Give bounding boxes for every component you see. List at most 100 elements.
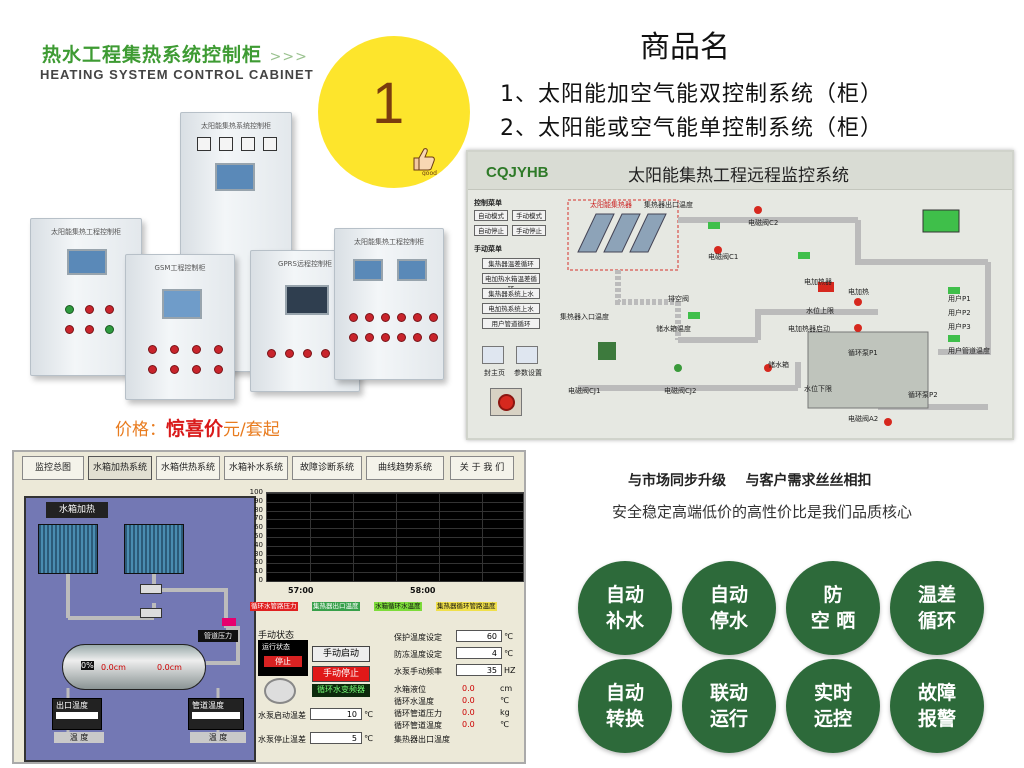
tab-tank-heating[interactable]: 水箱加热系统 xyxy=(88,456,152,480)
feature-circle: 联动运行 xyxy=(682,659,776,753)
tab-trend-curve[interactable]: 曲线趋势系统 xyxy=(366,456,444,480)
reading-label: 循环管道压力 xyxy=(394,709,442,718)
solar-panel-left xyxy=(38,524,98,574)
manual-mode-button[interactable]: 手动模式 xyxy=(512,210,546,221)
valve-c1-label: 电磁阀C1 xyxy=(708,253,739,261)
reading-unit: cm xyxy=(500,684,513,693)
feature-circle: 温差循环 xyxy=(890,561,984,655)
home-icon[interactable] xyxy=(482,346,504,364)
feature-circle: 实时远控 xyxy=(786,659,880,753)
reading-value: 0.0 xyxy=(462,696,475,705)
stop-diff-unit: ℃ xyxy=(364,734,373,743)
manual-item[interactable]: 用户管道循环 xyxy=(482,318,540,329)
start-diff-label: 水泵启动温差 xyxy=(258,711,306,720)
chart-y-tick: 40 xyxy=(254,540,263,549)
chart-gridline xyxy=(353,493,354,581)
tab-tank-supply[interactable]: 水箱供热系统 xyxy=(156,456,220,480)
valve-a2-label: 电磁阀A2 xyxy=(848,415,879,423)
antifreeze-temp-input[interactable]: 4 xyxy=(456,647,502,659)
feature-label: 自动 xyxy=(605,584,644,606)
tab-tank-refill[interactable]: 水箱补水系统 xyxy=(224,456,288,480)
tab-fault-diagnosis[interactable]: 故障诊断系统 xyxy=(292,456,362,480)
chart-gridline xyxy=(267,519,523,521)
cabinet-gsm: GSM工程控制柜 xyxy=(125,254,235,400)
legend-item: 集热器循环管路温度 xyxy=(436,602,497,611)
tank-right-value: 0.0 xyxy=(157,663,170,672)
feature-label: 防 xyxy=(823,584,843,606)
chart-y-tick: 0 xyxy=(258,576,263,584)
start-diff-input[interactable]: 10 xyxy=(310,708,362,720)
chart-y-tick: 100 xyxy=(249,488,263,496)
chart-gridline xyxy=(267,572,523,574)
price-highlight: 惊喜价 xyxy=(166,418,224,440)
chart-y-tick: 50 xyxy=(254,532,263,540)
tank-level-pct: 0% xyxy=(81,661,94,670)
run-state-label: 运行状态 xyxy=(262,643,290,651)
settings-icon-label: 参数设置 xyxy=(514,369,542,377)
auto-stop-button[interactable]: 自动停止 xyxy=(474,225,508,236)
manual-item[interactable]: 集热器温差循环 xyxy=(482,258,540,269)
pump-frequency-label: 循环水变频器 xyxy=(312,684,370,697)
stop-diff-input[interactable]: 5 xyxy=(310,732,362,744)
mode-switch-knob[interactable] xyxy=(264,678,296,704)
manual-item[interactable]: 集热器系统上水 xyxy=(482,288,540,299)
pump-p2-label: 循环泵P2 xyxy=(908,391,938,399)
good-label: good xyxy=(422,170,437,176)
air-vent-label: 排空阀 xyxy=(668,295,689,303)
chart-x-tick: 58:00 xyxy=(410,586,436,595)
feature-circle: 防空 晒 xyxy=(786,561,880,655)
cabinet-right: 太阳能集热工程控制柜 xyxy=(334,228,444,380)
cabinet-label: 太阳能集热系统控制柜 xyxy=(201,122,271,130)
stop-diff-label: 水泵停止温差 xyxy=(258,735,306,744)
manual-start-button[interactable]: 手动启动 xyxy=(312,646,370,662)
banner-title: 热水工程集热系统控制柜 >>> xyxy=(42,40,308,67)
cabinet-label: 太阳能集热工程控制柜 xyxy=(354,238,424,246)
reading-unit: ℃ xyxy=(500,696,509,705)
chart-gridline xyxy=(267,501,523,503)
monitor-header: CQJYHB 太阳能集热工程远程监控系统 xyxy=(468,152,1012,190)
manual-stop-button[interactable]: 手动停止 xyxy=(512,225,546,236)
chart-y-tick: 20 xyxy=(254,558,263,567)
banner-arrows: >>> xyxy=(269,49,308,65)
tank-left-unit: cm xyxy=(113,663,126,672)
auto-mode-button[interactable]: 自动模式 xyxy=(474,210,508,221)
tab-overview[interactable]: 监控总图 xyxy=(22,456,84,480)
tab-about[interactable]: 关 于 我 们 xyxy=(450,456,514,480)
feature-label: 补水 xyxy=(605,610,644,632)
pipe-temp-label: 用户管道温度 xyxy=(948,347,990,355)
water-level-label: 水位上限 xyxy=(806,307,834,315)
tank-left-value: 0.0 xyxy=(101,663,114,672)
start-diff-unit: ℃ xyxy=(364,710,373,719)
feature-label: 停水 xyxy=(709,610,748,632)
chart-gridline xyxy=(267,510,523,512)
chart-gridline xyxy=(439,493,440,581)
manual-item[interactable]: 电加热水箱温差循环 xyxy=(482,273,540,293)
pump-freq-input[interactable]: 35 xyxy=(456,664,502,676)
reading-label: 循环管道温度 xyxy=(394,721,442,730)
price-suffix: 元/套起 xyxy=(223,420,280,440)
remote-monitor-panel: CQJYHB 太阳能集热工程远程监控系统 控制菜单 自动模式 手动模式 自动停止… xyxy=(466,150,1014,440)
reading-value: 0.0 xyxy=(462,720,475,729)
collector-in-label: 集热器入口温度 xyxy=(560,313,609,321)
manual-stop-button[interactable]: 手动停止 xyxy=(312,666,370,682)
chart-y-tick: 30 xyxy=(254,549,263,558)
thumbs-up-good-icon: good xyxy=(413,148,437,176)
heater-label: 电加热器 xyxy=(804,278,832,286)
cabinet-label: 太阳能集热工程控制柜 xyxy=(51,228,121,236)
manual-item[interactable]: 电加热系统上水 xyxy=(482,303,540,314)
menu-control-heading: 控制菜单 xyxy=(474,199,502,207)
emergency-stop-button[interactable] xyxy=(490,388,522,416)
product-item-2: 2、太阳能或空气能单控制系统（柜） xyxy=(500,116,883,141)
reading-unit: ℃ xyxy=(500,720,509,729)
reading-unit: kg xyxy=(500,708,510,717)
scada-window: 监控总图 水箱加热系统 水箱供热系统 水箱补水系统 故障诊断系统 曲线趋势系统 … xyxy=(12,450,526,764)
number-badge xyxy=(318,36,470,188)
reading-label: 循环水温度 xyxy=(394,697,434,706)
legend-item: 水箱循环水温度 xyxy=(374,602,422,611)
user-p3-label: 用户P3 xyxy=(948,323,971,331)
settings-icon[interactable] xyxy=(516,346,538,364)
protect-temp-input[interactable]: 60 xyxy=(456,630,502,642)
chart-y-tick: 60 xyxy=(254,523,263,532)
feature-label: 转换 xyxy=(605,708,644,730)
